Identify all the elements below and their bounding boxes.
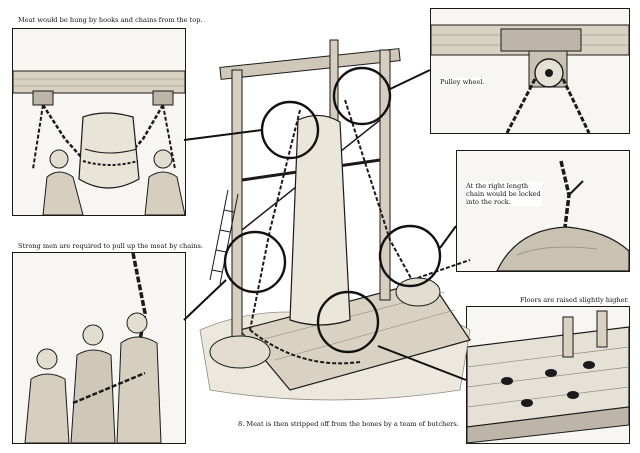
panel-hooks-and-chains xyxy=(12,28,186,216)
floors-illustration xyxy=(467,307,629,443)
caption-strong-men: Strong men are required to pull up the m… xyxy=(18,242,203,250)
strong-men-illustration xyxy=(13,253,185,443)
caption-butchers: 8. Meat is then stripped off from the bo… xyxy=(238,420,459,428)
caption-floors: Floors are raised slightly higher. xyxy=(520,296,629,304)
caption-butchers-text: Meat is then stripped off from the bones… xyxy=(246,420,458,428)
panel-floors xyxy=(466,306,630,444)
panel-strong-men xyxy=(12,252,186,444)
caption-butchers-step-number: 8. xyxy=(238,420,244,428)
panel-chain-lock xyxy=(456,150,630,272)
main-hoist-structure-illustration xyxy=(180,30,480,430)
caption-hooks: Meat would be hung by hooks and chains f… xyxy=(18,16,203,24)
hooks-illustration xyxy=(13,29,185,215)
chain-rock-illustration xyxy=(457,151,629,271)
